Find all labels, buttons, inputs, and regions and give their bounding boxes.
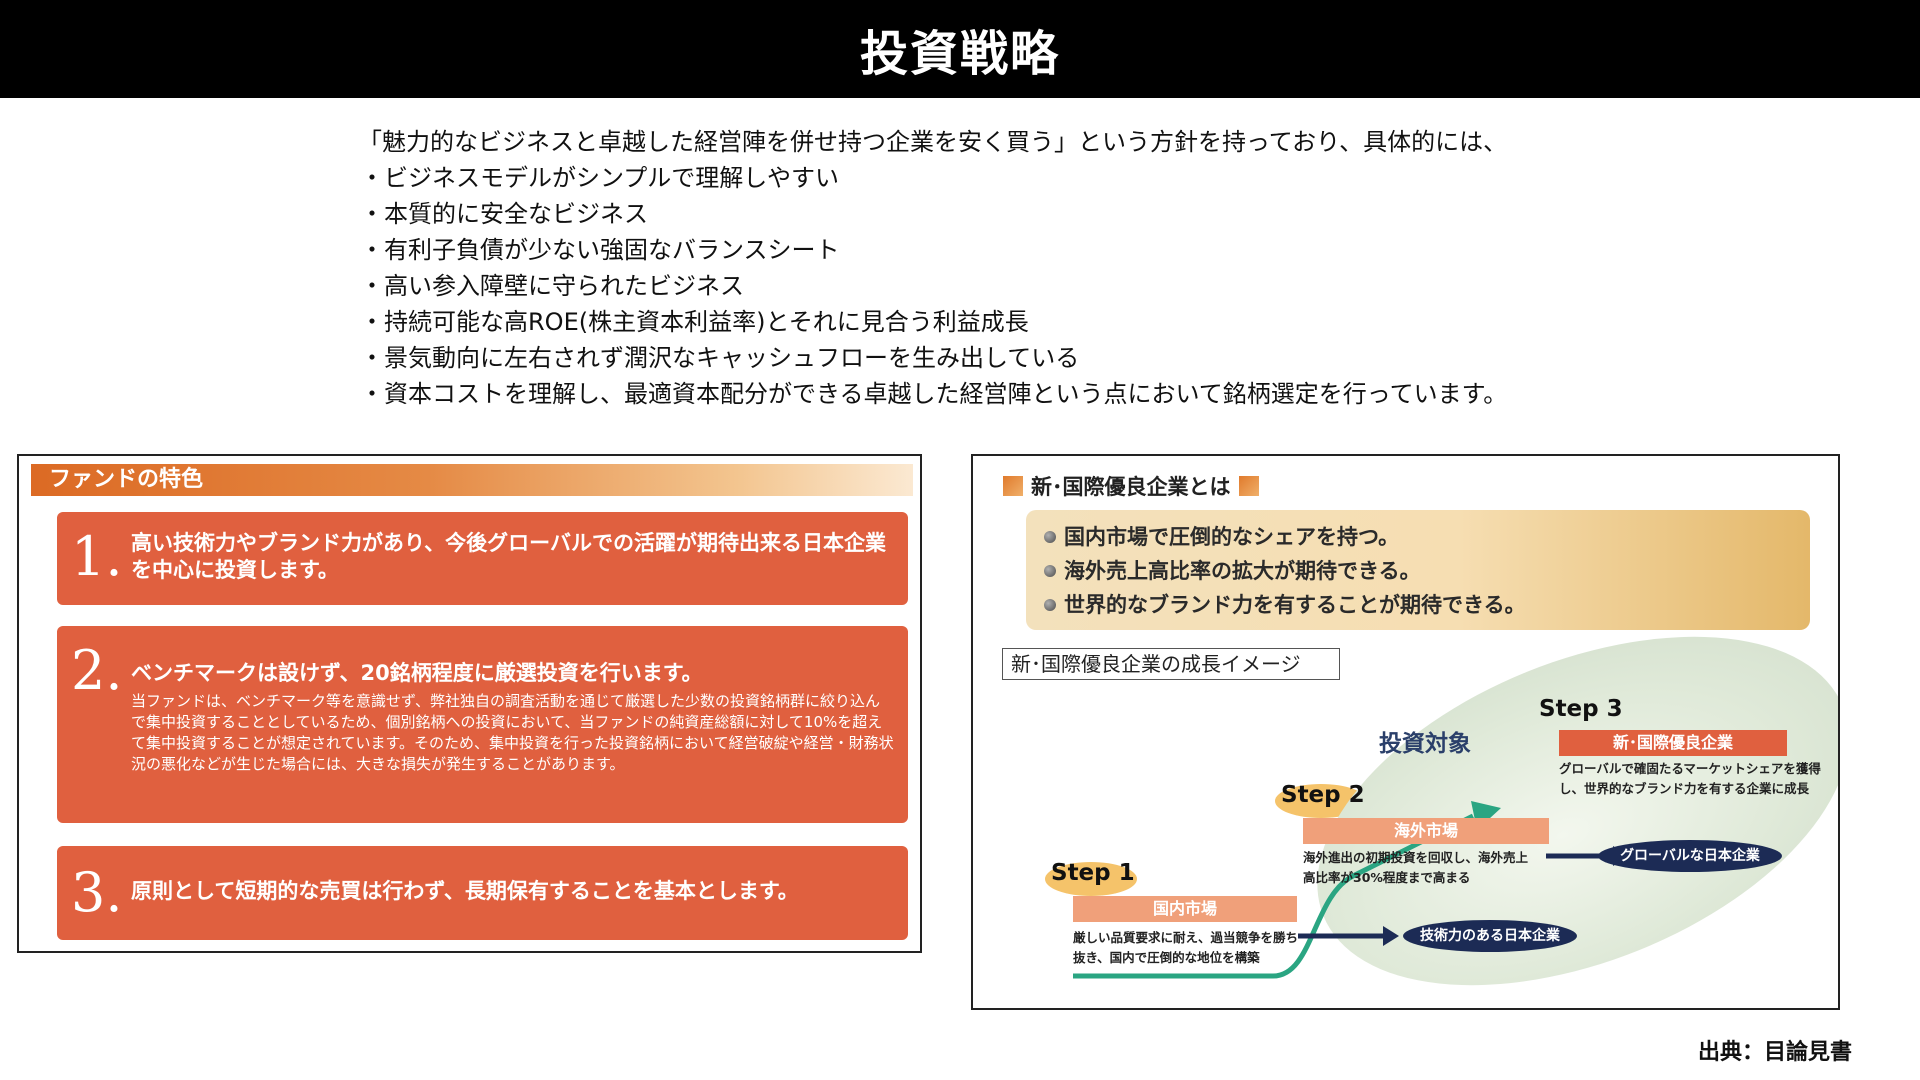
feature-heading: ベンチマークは設けず、20銘柄程度に厳選投資を行います。 bbox=[131, 661, 703, 685]
feature-number: 3. bbox=[71, 861, 123, 924]
bullet-dot-icon bbox=[1044, 565, 1056, 577]
fund-features-panel: ファンドの特色 1. 高い技術力やブランド力があり、今後グローバルでの活躍が期待… bbox=[17, 454, 922, 953]
global-japanese-firm-pill: グローバルな日本企業 bbox=[1598, 840, 1782, 872]
investment-target-label: 投資対象 bbox=[1379, 731, 1471, 757]
intl-point-text: 世界的なブランド力を有することが期待できる。 bbox=[1064, 593, 1526, 617]
intro-bullet: ・高い参入障壁に守られたビジネス bbox=[360, 272, 744, 300]
page-header: 投資戦略 bbox=[0, 0, 1920, 98]
arrow-head-icon bbox=[1383, 926, 1399, 946]
intro-bullet: ・景気動向に左右されず潤沢なキャッシュフローを生み出している bbox=[360, 344, 1080, 372]
feature-card-3: 3. 原則として短期的な売買は行わず、長期保有することを基本とします。 bbox=[57, 846, 908, 940]
intro-bullet: ・有利子負債が少ない強固なバランスシート bbox=[360, 236, 840, 264]
fund-features-title: ファンドの特色 bbox=[31, 464, 913, 496]
bullet-dot-icon bbox=[1044, 531, 1056, 543]
intro-bullet: ・資本コストを理解し、最適資本配分ができる卓越した経営陣という点において銘柄選定… bbox=[360, 380, 1508, 408]
step-1-label: Step 1 bbox=[1045, 860, 1137, 896]
square-marker-icon bbox=[1238, 476, 1259, 496]
tech-japanese-firm-pill: 技術力のある日本企業 bbox=[1403, 920, 1577, 952]
bullet-dot-icon bbox=[1044, 599, 1056, 611]
intl-point-text: 海外売上高比率の拡大が期待できる。 bbox=[1064, 559, 1421, 583]
intro-lead: 「魅力的なビジネスと卓越した経営陣を併せ持つ企業を安く買う」という方針を持ってお… bbox=[358, 128, 1508, 156]
square-marker-icon bbox=[1003, 476, 1023, 496]
intl-point: 海外売上高比率の拡大が期待できる。 bbox=[1044, 554, 1810, 588]
step-2-desc: 海外進出の初期投資を回収し、海外売上高比率が30%程度まで高まる bbox=[1303, 850, 1529, 885]
feature-detail: 当ファンドは、ベンチマーク等を意識せず、弊社独自の調査活動を通じて厳選した少数の… bbox=[131, 692, 894, 773]
intl-point: 世界的なブランド力を有することが期待できる。 bbox=[1044, 588, 1810, 622]
source-citation: 出典：目論見書 bbox=[1697, 1040, 1852, 1065]
strategy-intro: 「魅力的なビジネスと卓越した経営陣を併せ持つ企業を安く買う」という方針を持ってお… bbox=[358, 124, 1658, 412]
step-3-label: Step 3 bbox=[1533, 696, 1625, 732]
intro-bullet: ・ビジネスモデルがシンプルで理解しやすい bbox=[360, 164, 840, 192]
step-1-bar: 国内市場 bbox=[1073, 896, 1297, 922]
intl-point: 国内市場で圧倒的なシェアを持つ。 bbox=[1044, 520, 1810, 554]
intl-quality-panel: 新･国際優良企業とは 国内市場で圧倒的なシェアを持つ。 海外売上高比率の拡大が期… bbox=[971, 454, 1840, 1010]
feature-heading: 原則として短期的な売買は行わず、長期保有することを基本とします。 bbox=[131, 879, 799, 903]
growth-path bbox=[1073, 813, 1475, 979]
growth-image-label: 新･国際優良企業の成長イメージ bbox=[1002, 648, 1340, 680]
step-2-label: Step 2 bbox=[1275, 782, 1367, 818]
intro-bullet: ・持続可能な高ROE(株主資本利益率)とそれに見合う利益成長 bbox=[360, 308, 1029, 336]
intl-title: 新･国際優良企業とは bbox=[1031, 475, 1231, 499]
intl-point-text: 国内市場で圧倒的なシェアを持つ。 bbox=[1064, 525, 1400, 549]
intro-bullet: ・本質的に安全なビジネス bbox=[360, 200, 648, 228]
step-1-desc: 厳しい品質要求に耐え、過当競争を勝ち抜き、国内で圧倒的な地位を構築 bbox=[1073, 930, 1299, 965]
step-2-bar: 海外市場 bbox=[1303, 818, 1549, 844]
feature-number: 1. bbox=[71, 525, 123, 588]
step-3-bar: 新･国際優良企業 bbox=[1559, 730, 1787, 756]
feature-number: 2. bbox=[71, 639, 123, 702]
feature-heading: 高い技術力やブランド力があり、今後グローバルでの活躍が期待出来る日本企業を中心に… bbox=[131, 531, 886, 582]
feature-card-1: 1. 高い技術力やブランド力があり、今後グローバルでの活躍が期待出来る日本企業を… bbox=[57, 512, 908, 605]
feature-card-2: 2. ベンチマークは設けず、20銘柄程度に厳選投資を行います。 当ファンドは、ベ… bbox=[57, 626, 908, 823]
intl-points-box: 国内市場で圧倒的なシェアを持つ。 海外売上高比率の拡大が期待できる。 世界的なブ… bbox=[1026, 510, 1810, 630]
intl-title-row: 新･国際優良企業とは bbox=[1003, 472, 1259, 500]
step-3-desc: グローバルで確固たるマーケットシェアを獲得し、世界的なブランド力を有する企業に成… bbox=[1559, 761, 1821, 796]
page-title: 投資戦略 bbox=[859, 26, 1060, 82]
